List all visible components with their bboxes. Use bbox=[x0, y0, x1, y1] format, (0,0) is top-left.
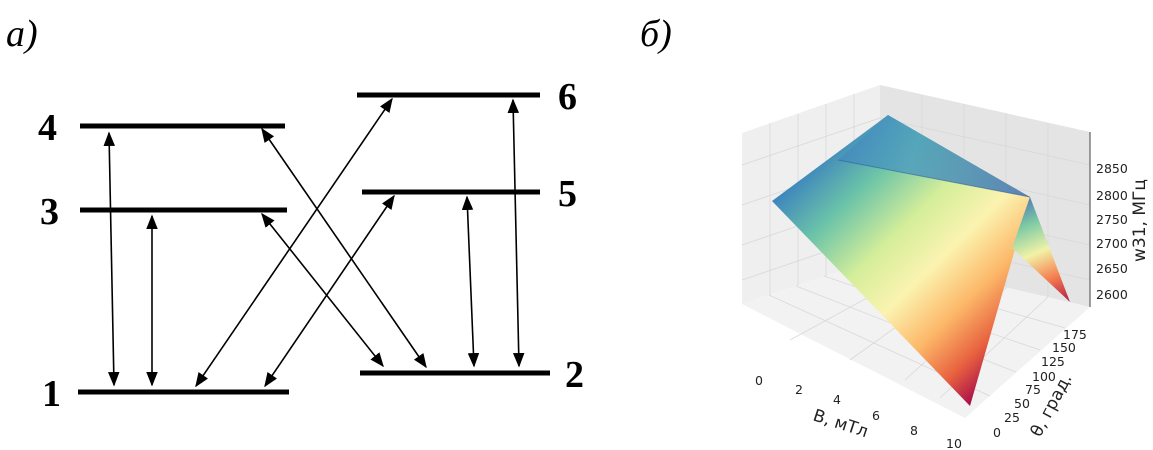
x-tick-label: 2 bbox=[795, 382, 803, 397]
level-label-3: 3 bbox=[40, 191, 59, 233]
transition-arrow-2-5 bbox=[461, 195, 480, 368]
x-axis-label: B, мТл bbox=[810, 406, 870, 442]
y-axis-ticks: 0 25 50 75 100 125 150 175 bbox=[993, 327, 1087, 440]
y-tick-label: 75 bbox=[1025, 382, 1041, 397]
transition-arrow-1-5 bbox=[264, 194, 395, 388]
level-label-6: 6 bbox=[558, 76, 577, 118]
y-tick-label: 25 bbox=[1004, 410, 1020, 425]
z-tick-label: 2850 bbox=[1096, 161, 1128, 176]
z-tick-label: 2600 bbox=[1096, 287, 1128, 302]
z-axis-ticks: 2850 2800 2750 2700 2650 2600 bbox=[1096, 161, 1128, 302]
z-tick-label: 2800 bbox=[1096, 188, 1128, 203]
y-tick-label: 150 bbox=[1052, 340, 1076, 355]
panel-label-b: б) bbox=[640, 13, 672, 55]
x-tick-label: 10 bbox=[946, 436, 962, 450]
z-tick-label: 2650 bbox=[1096, 261, 1128, 276]
level-label-5: 5 bbox=[558, 173, 577, 215]
y-tick-label: 175 bbox=[1063, 327, 1087, 342]
transition-arrow-4-2 bbox=[261, 127, 427, 369]
surface-plot: 2850 2800 2750 2700 2650 2600 w31, МГц 0… bbox=[741, 85, 1150, 450]
energy-level-diagram: 4 3 1 6 5 2 bbox=[38, 76, 584, 415]
level-label-2: 2 bbox=[565, 354, 584, 396]
surface-front-face bbox=[772, 115, 1030, 406]
z-tick-label: 2750 bbox=[1096, 212, 1128, 227]
surface-ridge-edge bbox=[837, 159, 1031, 198]
x-axis-ticks: 0 2 4 6 8 10 bbox=[755, 373, 962, 450]
x-tick-label: 4 bbox=[833, 392, 841, 407]
transition-arrow-3-2 bbox=[261, 212, 384, 368]
x-tick-label: 0 bbox=[755, 373, 763, 388]
z-tick-label: 2700 bbox=[1096, 236, 1128, 251]
y-tick-label: 0 bbox=[993, 425, 1001, 440]
y-tick-label: 125 bbox=[1041, 354, 1065, 369]
level-label-1: 1 bbox=[42, 373, 61, 415]
x-tick-label: 6 bbox=[872, 408, 880, 423]
y-tick-label: 100 bbox=[1032, 369, 1056, 384]
panel-label-a: а) bbox=[6, 13, 38, 55]
surface-right-ridge bbox=[1012, 197, 1070, 302]
transition-arrow-1-4 bbox=[103, 131, 120, 387]
x-tick-label: 8 bbox=[910, 423, 918, 438]
surface-top-fold bbox=[838, 115, 1030, 197]
z-axis-label: w31, МГц bbox=[1130, 179, 1150, 262]
y-tick-label: 50 bbox=[1014, 396, 1030, 411]
level-label-4: 4 bbox=[38, 107, 57, 149]
transition-arrow-2-6 bbox=[507, 98, 525, 368]
